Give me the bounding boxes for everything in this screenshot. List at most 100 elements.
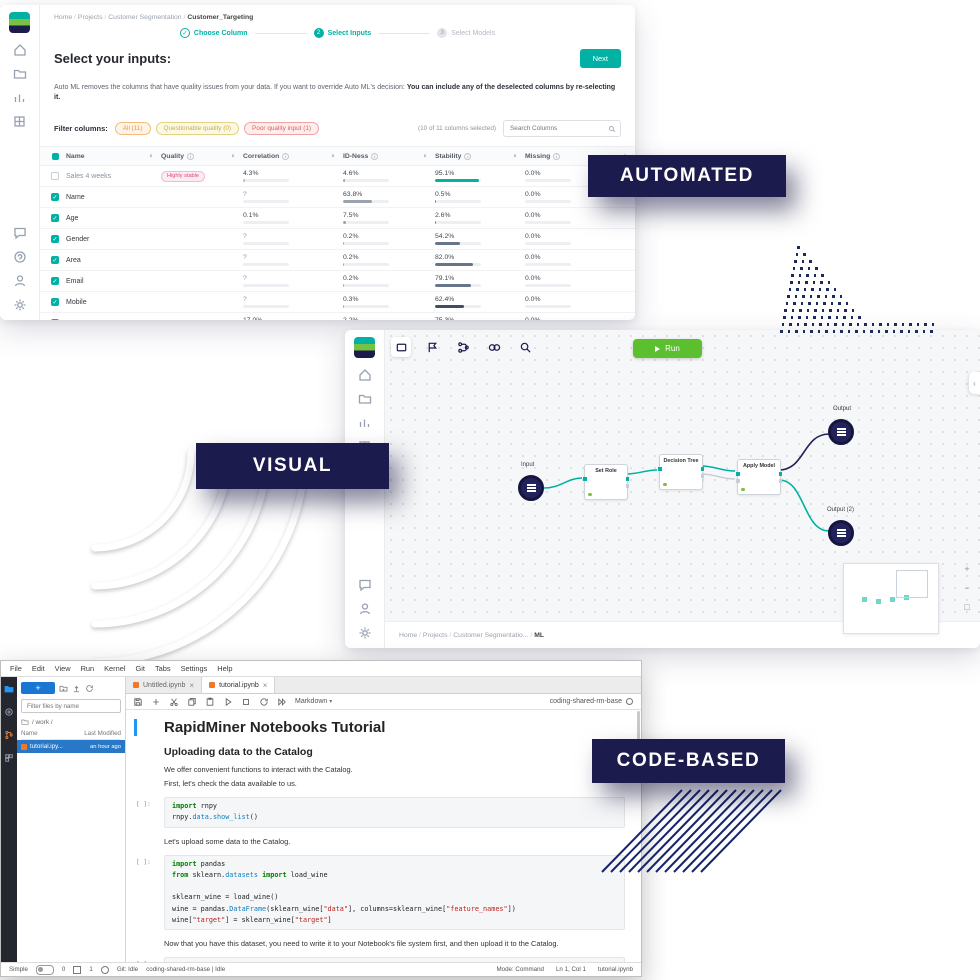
input-port[interactable] xyxy=(736,479,740,483)
output-port[interactable] xyxy=(625,477,629,481)
menu-git[interactable]: Git xyxy=(135,664,145,673)
output-port[interactable] xyxy=(778,479,782,483)
menu-settings[interactable]: Settings xyxy=(180,664,208,673)
paste-icon[interactable] xyxy=(205,697,215,707)
col-name[interactable]: Name xyxy=(21,730,38,737)
run-cell-icon[interactable] xyxy=(223,697,233,707)
filter-chip-all[interactable]: All (11) xyxy=(114,122,151,136)
chart-icon[interactable] xyxy=(358,416,372,430)
row-checkbox[interactable] xyxy=(51,235,59,244)
row-checkbox[interactable] xyxy=(51,172,59,181)
restart-run-all-icon[interactable] xyxy=(277,697,287,707)
breadcrumb-projects[interactable]: Projects xyxy=(78,14,106,21)
fit-screen-button[interactable]: □ xyxy=(964,602,970,612)
markdown-cell-title[interactable]: RapidMiner Notebooks Tutorial xyxy=(134,719,623,736)
upload-icon[interactable] xyxy=(72,684,81,693)
flag-tool-icon[interactable] xyxy=(422,337,442,357)
terminal-icon[interactable] xyxy=(73,965,82,974)
node-decision-tree[interactable]: Decision Tree xyxy=(658,454,704,490)
restart-kernel-icon[interactable] xyxy=(259,697,269,707)
table-row[interactable]: Area?0.2%82.0%0.0% xyxy=(40,250,635,272)
file-filter-box[interactable] xyxy=(21,699,121,713)
node-input[interactable] xyxy=(518,475,544,501)
gear-icon[interactable] xyxy=(13,298,27,312)
table-row[interactable]: Name?63.8%0.5%0.0% xyxy=(40,187,635,209)
row-checkbox[interactable] xyxy=(51,298,59,307)
path-breadcrumb[interactable]: / work / xyxy=(21,718,121,726)
home-icon[interactable] xyxy=(358,368,372,382)
user-icon[interactable] xyxy=(13,274,27,288)
kernel-indicator[interactable]: coding-shared-rm-base xyxy=(550,698,641,705)
kernel-state[interactable]: coding-shared-rm-base | Idle xyxy=(146,966,226,973)
node-set-role[interactable]: Set Role xyxy=(583,464,629,500)
tab-tutorial[interactable]: tutorial.ipynb xyxy=(202,677,276,693)
cut-icon[interactable] xyxy=(169,697,179,707)
new-folder-icon[interactable] xyxy=(59,684,68,693)
help-icon[interactable] xyxy=(13,250,27,264)
sort-icon[interactable] xyxy=(331,154,335,159)
sort-icon[interactable] xyxy=(423,154,427,159)
sort-icon[interactable] xyxy=(231,154,235,159)
notebook-document[interactable]: RapidMiner Notebooks Tutorial Uploading … xyxy=(126,710,641,963)
node-output2[interactable] xyxy=(828,520,854,546)
sort-icon[interactable] xyxy=(149,154,153,159)
folder-icon[interactable] xyxy=(13,67,27,81)
markdown-cell[interactable]: Let's upload some data to the Catalog. xyxy=(164,836,623,847)
table-row[interactable]: Email?0.2%79.1%0.0% xyxy=(40,271,635,293)
layers-tool-icon[interactable] xyxy=(484,337,504,357)
minimap-viewport[interactable] xyxy=(896,570,928,598)
input-port[interactable] xyxy=(583,477,587,481)
output-port[interactable] xyxy=(700,467,704,471)
row-checkbox[interactable] xyxy=(51,319,59,320)
markdown-cell[interactable]: Uploading data to the Catalog We offer c… xyxy=(164,746,623,789)
file-row-selected[interactable]: tutorial.ipy... an hour ago xyxy=(17,740,125,753)
row-checkbox[interactable] xyxy=(51,256,59,265)
folder-icon[interactable] xyxy=(358,392,372,406)
output-port[interactable] xyxy=(778,472,782,476)
filter-chip-poor[interactable]: Poor quality input (1) xyxy=(244,122,320,136)
row-checkbox[interactable] xyxy=(51,277,59,286)
row-checkbox[interactable] xyxy=(51,193,59,202)
stop-icon[interactable] xyxy=(241,697,251,707)
header-quality[interactable]: Quality xyxy=(161,152,243,160)
close-icon[interactable] xyxy=(263,681,268,690)
menu-view[interactable]: View xyxy=(54,664,71,673)
run-button[interactable]: Run xyxy=(633,339,702,358)
menu-tabs[interactable]: Tabs xyxy=(154,664,171,673)
tab-untitled[interactable]: Untitled.ipynb xyxy=(126,677,203,693)
breadcrumb-home[interactable]: Home xyxy=(399,632,421,639)
chat-icon[interactable] xyxy=(358,578,372,592)
select-tool-icon[interactable] xyxy=(391,337,411,357)
chart-icon[interactable] xyxy=(13,91,27,105)
refresh-icon[interactable] xyxy=(85,684,94,693)
node-output[interactable] xyxy=(828,419,854,445)
minimap[interactable] xyxy=(843,563,939,634)
header-correlation[interactable]: Correlation xyxy=(243,152,343,160)
breadcrumb-home[interactable]: Home xyxy=(54,14,76,21)
markdown-cell[interactable]: Now that you have this dataset, you need… xyxy=(164,938,623,949)
cell-type-dropdown[interactable]: Markdown xyxy=(295,698,332,705)
running-tab-icon[interactable] xyxy=(4,707,14,717)
branch-tool-icon[interactable] xyxy=(453,337,473,357)
menu-run[interactable]: Run xyxy=(80,664,95,673)
add-cell-icon[interactable] xyxy=(151,697,161,707)
search-input[interactable] xyxy=(508,124,608,134)
search-box[interactable] xyxy=(503,120,621,138)
output-port[interactable] xyxy=(625,484,629,488)
output-port[interactable] xyxy=(700,474,704,478)
header-missing[interactable]: Missing xyxy=(525,152,635,160)
menu-file[interactable]: File xyxy=(10,664,22,673)
copy-icon[interactable] xyxy=(187,697,197,707)
menu-edit[interactable]: Edit xyxy=(31,664,45,673)
col-modified[interactable]: Last Modified xyxy=(84,730,121,737)
grid-icon[interactable] xyxy=(13,115,27,129)
simple-mode-toggle[interactable] xyxy=(35,964,54,975)
node-apply-model[interactable]: Apply Model xyxy=(736,459,782,495)
git-tab-icon[interactable] xyxy=(4,730,14,740)
